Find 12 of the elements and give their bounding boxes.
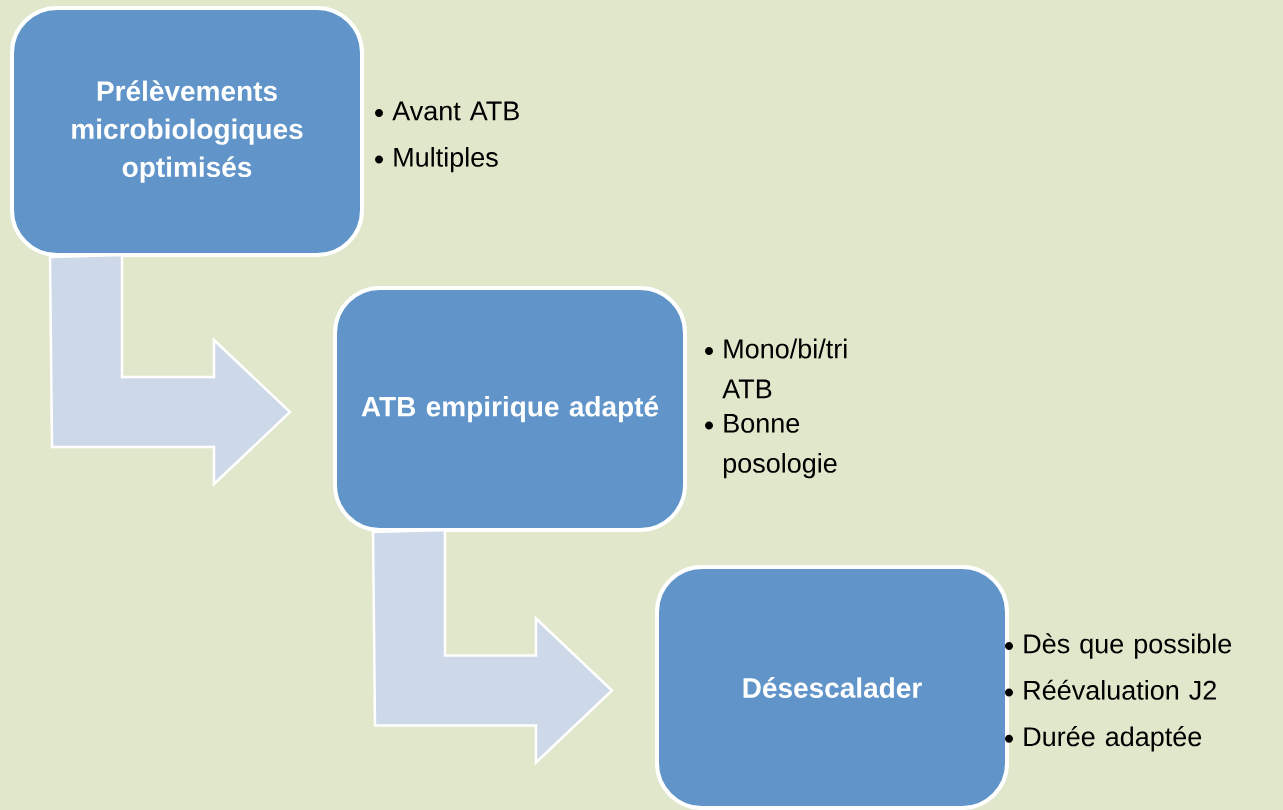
bullet-text: Réévaluation J2 [1024,679,1216,700]
bullet-text: Bonne posologie [723,414,837,479]
bullet-text: Durée adaptée [1024,726,1202,752]
bullet-text: Multiples [394,147,498,173]
step-box: Prélèvements microbiologiques optimisés [10,6,364,257]
bullet-text: Avant ATB [392,101,519,121]
bullet-text: Mono/bi/tri ATB [722,338,847,399]
step-box: ATB empirique adapté [333,286,687,532]
step-box: Désescalader [655,565,1009,810]
bullet-text: Dès que possible [1024,633,1232,659]
bent-arrow [371,528,614,766]
bent-arrow [48,253,292,487]
